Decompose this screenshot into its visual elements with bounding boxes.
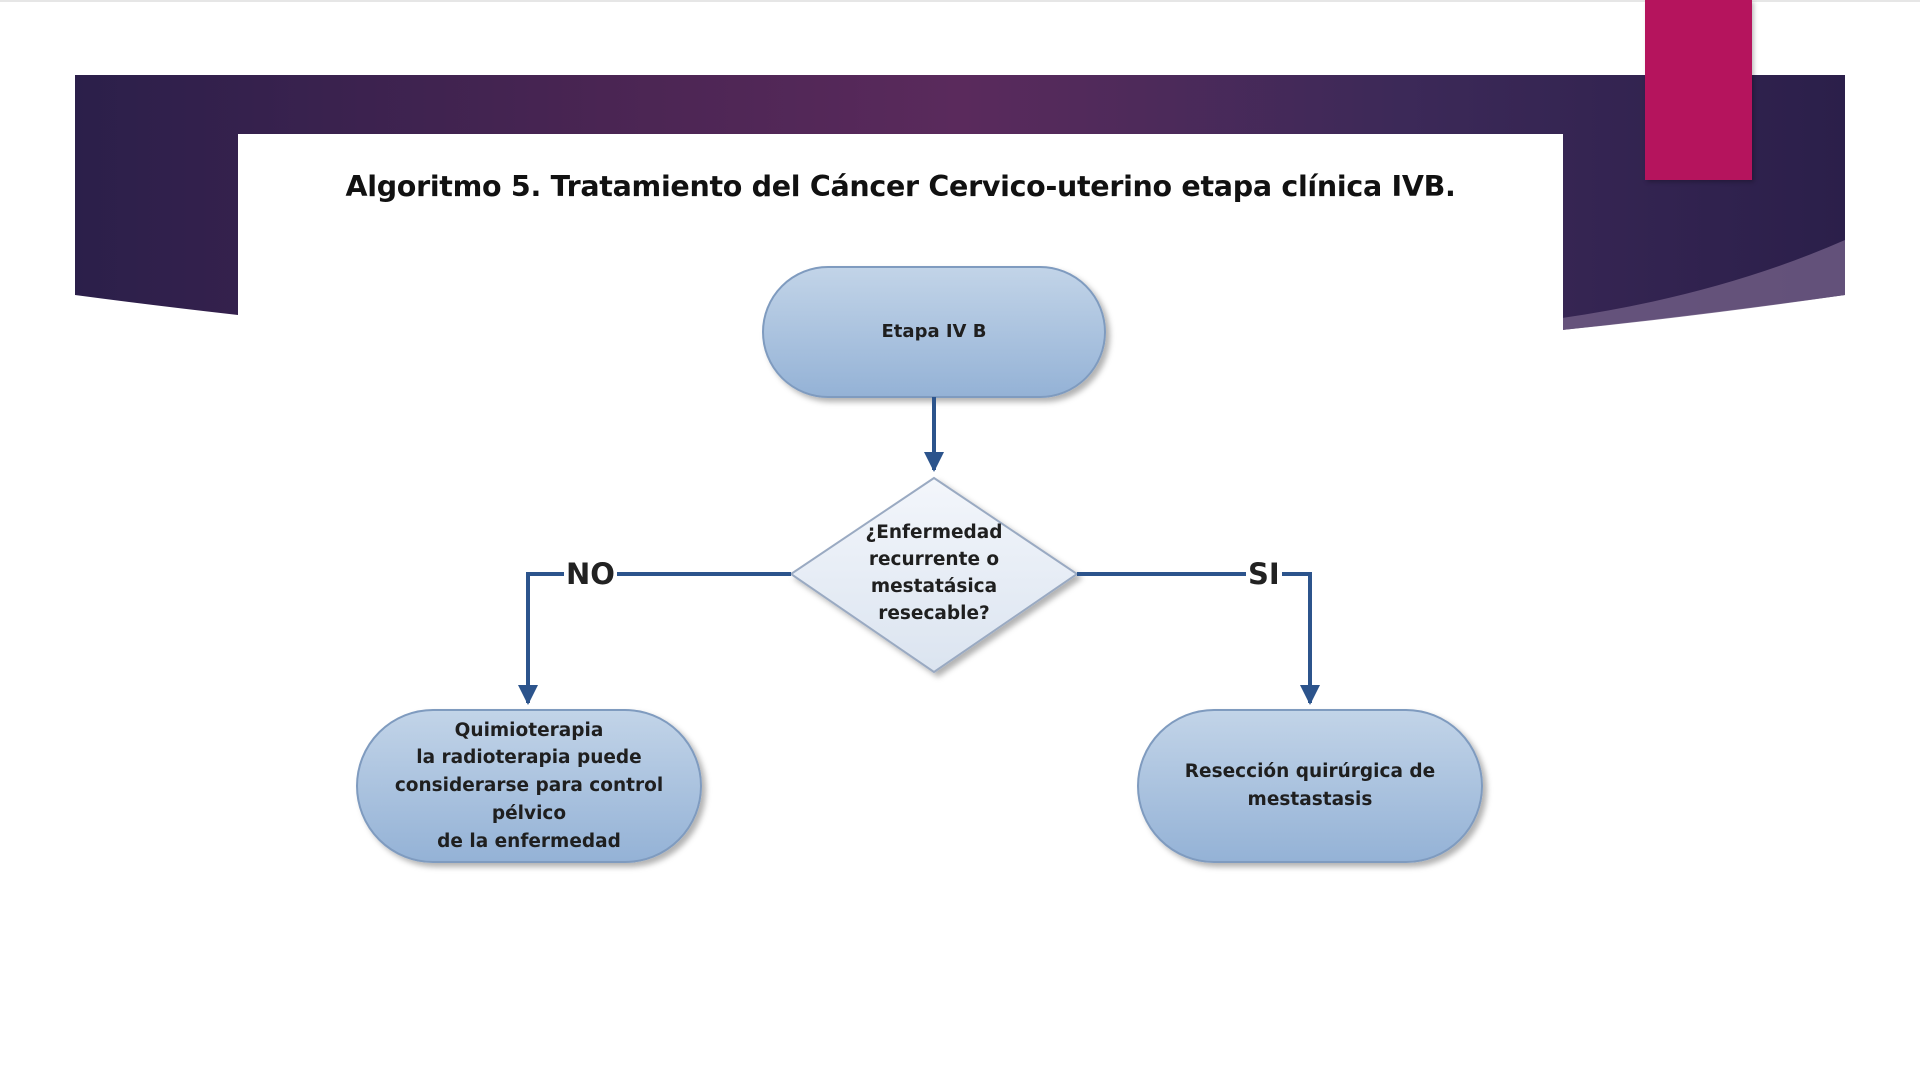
yes-branch-label: SI [1246, 557, 1282, 591]
arrow-yes-branch [1077, 572, 1320, 705]
arrow-no-branch [518, 572, 791, 705]
start-node-label: Etapa IV B [881, 321, 987, 343]
diagram-title: Algoritmo 5. Tratamiento del Cáncer Cerv… [345, 170, 1456, 203]
decision-node-shape [789, 476, 1079, 674]
accent-tab [1645, 0, 1752, 180]
yes-outcome-node-label: Resección quirúrgica de mestastasis [1184, 761, 1436, 810]
no-outcome-node-label: Quimioterapia la radioterapia puede cons… [394, 719, 664, 852]
no-outcome-node-shape [356, 709, 702, 863]
no-branch-label: NO [564, 557, 617, 591]
top-border-line [0, 0, 1920, 2]
banner-highlight-swoosh [1562, 240, 1845, 330]
decision-node-label: ¿Enfermedad recurrente o mestatásica res… [865, 522, 1003, 624]
yes-outcome-node-shape [1137, 709, 1483, 863]
